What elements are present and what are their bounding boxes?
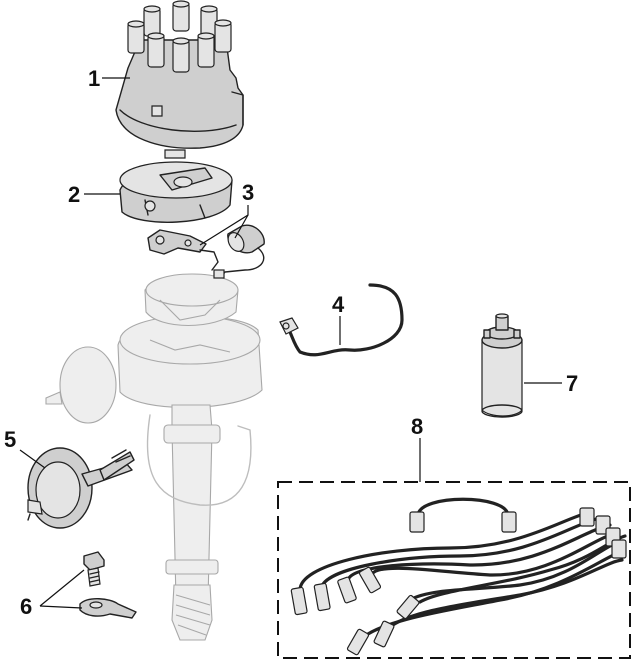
ignition-coil (481, 313, 523, 418)
callout-labels: 1 2 3 4 5 6 7 8 (4, 66, 578, 619)
rotor (119, 161, 233, 223)
primary-lead-wire (279, 283, 404, 357)
callout-3: 3 (242, 180, 254, 205)
distributor-cap (115, 0, 244, 159)
plug-boots (290, 566, 420, 656)
cap-towers (127, 0, 232, 73)
callout-5: 5 (4, 427, 16, 452)
wire-set-boundary (277, 481, 631, 659)
leader-lines (19, 77, 562, 609)
distributor-boots (579, 507, 627, 559)
callout-4: 4 (332, 292, 345, 317)
points-and-condenser (147, 224, 265, 279)
callout-2: 2 (68, 182, 80, 207)
spark-plug-wire-set (290, 497, 627, 656)
vacuum-advance (27, 447, 135, 529)
distributor-assembly-ghost (45, 273, 263, 641)
callout-1: 1 (88, 66, 100, 91)
callout-8: 8 (411, 414, 423, 439)
callout-6: 6 (20, 594, 32, 619)
callout-7: 7 (566, 371, 578, 396)
hold-down-bolt-and-clamp (79, 551, 137, 619)
